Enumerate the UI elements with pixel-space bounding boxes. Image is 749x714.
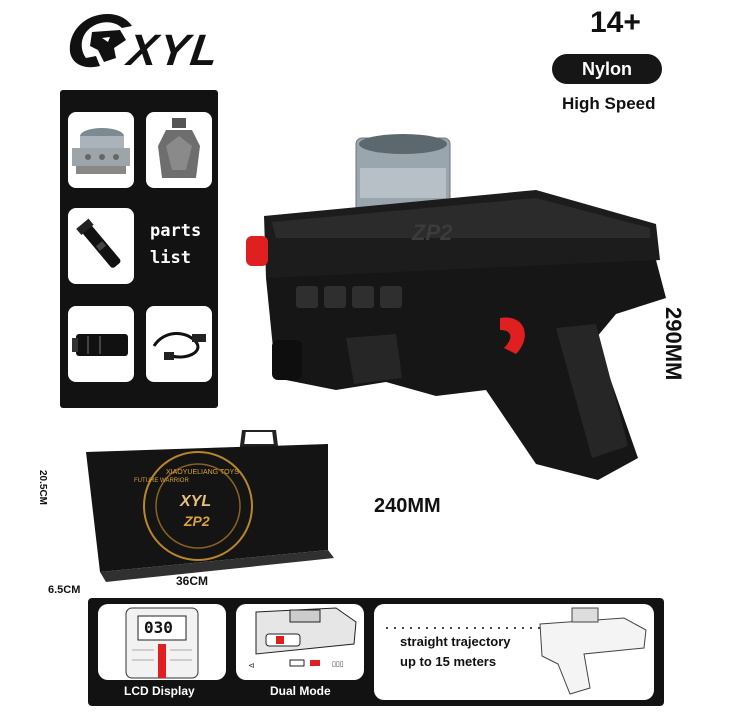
box-depth-dimension: 6.5CM <box>48 584 81 596</box>
package-ring-top: XIAOYUELIANG TOYS <box>166 469 239 476</box>
battery-pack-icon <box>68 306 134 382</box>
blaster-image: ZP2 <box>246 134 666 480</box>
brand-logo <box>69 14 132 68</box>
package-box-image: XIAOYUELIANG TOYS FUTURE WARRIOR XYL ZP2 <box>86 430 334 582</box>
svg-text:▯▯▯: ▯▯▯ <box>332 660 344 668</box>
dual-mode-caption: Dual Mode <box>270 684 331 698</box>
svg-text:⊲: ⊲ <box>248 661 255 670</box>
flashlight-tube-icon <box>68 208 134 284</box>
lcd-reading: 030 <box>144 618 173 637</box>
orange-tip <box>246 236 268 266</box>
gun-model-text: ZP2 <box>411 220 453 245</box>
parts-list-panel: parts list <box>60 90 218 408</box>
dual-mode-card: ⊲ ▯▯▯ <box>236 604 364 680</box>
magazine-hopper-icon <box>68 112 134 188</box>
box-height-dimension: 20.5CM <box>37 470 48 506</box>
age-rating: 14+ <box>590 6 641 39</box>
package-ring-side: FUTURE WARRIOR <box>134 478 189 484</box>
gel-ball-bottle-icon <box>146 112 212 188</box>
lcd-caption: LCD Display <box>124 684 195 698</box>
package-model: ZP2 <box>183 513 210 529</box>
red-trigger <box>500 317 525 354</box>
mode-switch-icon <box>276 636 284 644</box>
panther-head-icon <box>69 14 132 68</box>
features-strip: 030 LCD Display ⊲ ▯▯▯ Dual Mode straight… <box>88 598 664 706</box>
usb-charging-cable-icon <box>146 306 212 382</box>
range-text: straight trajectory up to 15 meters <box>400 634 511 669</box>
lcd-arrow-icon <box>158 644 166 678</box>
feature-label: High Speed <box>562 94 656 113</box>
length-dimension: 240MM <box>374 495 441 517</box>
box-width-dimension: 36CM <box>176 574 209 588</box>
parts-label: parts list <box>150 221 202 268</box>
height-dimension: 290MM <box>661 307 686 381</box>
lcd-display-card: 030 <box>98 604 226 680</box>
package-brand: XYL <box>179 493 211 510</box>
brand-name: XYL <box>124 26 224 75</box>
range-card: straight trajectory up to 15 meters <box>374 604 654 700</box>
material-badge: Nylon <box>552 54 662 84</box>
